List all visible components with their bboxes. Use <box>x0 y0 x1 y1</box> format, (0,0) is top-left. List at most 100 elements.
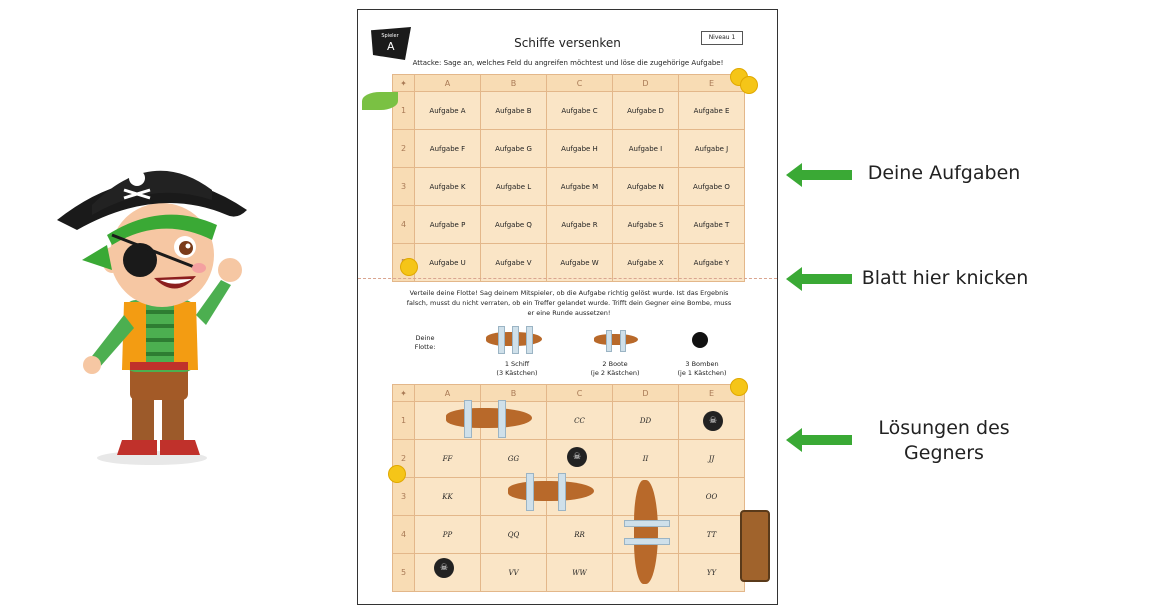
task-cell: Aufgabe P <box>414 205 481 244</box>
row-header: 3 <box>392 167 415 206</box>
task-cell: Aufgabe A <box>414 91 481 130</box>
bomb-count-line: 3 Bomben <box>685 360 719 368</box>
treasure-chest-icon <box>740 510 770 582</box>
row-header: 1 <box>392 401 415 440</box>
fleet-label-line: Deine <box>415 334 435 342</box>
column-header: A <box>414 384 481 402</box>
level-badge: Niveau 1 <box>701 31 743 45</box>
solution-cell: VV <box>480 553 547 592</box>
arrow-left-icon <box>786 163 852 187</box>
task-cell: Aufgabe Q <box>480 205 547 244</box>
ship-sail <box>464 400 472 438</box>
solution-cell: KK <box>414 477 481 516</box>
pirate-flag-icon <box>371 27 411 60</box>
solution-cell: JJ <box>678 439 745 478</box>
task-cell: Aufgabe O <box>678 167 745 206</box>
ship-sail <box>498 326 505 354</box>
task-cell: Aufgabe B <box>480 91 547 130</box>
solution-cell: CC <box>546 401 613 440</box>
row-header: 4 <box>392 205 415 244</box>
ship-sail <box>624 520 670 527</box>
fleet-label: Deine Flotte: <box>410 334 440 352</box>
task-cell: Aufgabe W <box>546 243 613 282</box>
task-grid: ✦ A B C D E 1 Aufgabe A Aufgabe B Aufgab… <box>392 74 745 282</box>
pirate-boy-illustration <box>57 170 247 465</box>
row-header: 3 <box>392 477 415 516</box>
ship-icon <box>508 481 594 501</box>
solutions-annotation: Lösungen des Gegners <box>854 416 1034 466</box>
solution-cell: YY <box>678 553 745 592</box>
coin-icon <box>740 76 758 94</box>
compass-icon: ✦ <box>392 384 415 402</box>
fold-annotation: Blatt hier knicken <box>861 267 1029 289</box>
solutions-grid: ✦ A B C D E 1 CC DD 2 FF GG II JJ 3 KK <box>392 384 745 592</box>
fleet-text-line: falsch, musst du nicht verraten, ob ein … <box>406 299 732 307</box>
column-header: D <box>612 384 679 402</box>
column-header: B <box>480 74 547 92</box>
ship-sail <box>624 538 670 545</box>
column-header: B <box>480 384 547 402</box>
column-header: C <box>546 384 613 402</box>
solutions-annotation-line: Lösungen des <box>878 417 1010 439</box>
arrow-left-icon <box>786 267 852 291</box>
ship-count-label: 1 Schiff (3 Kästchen) <box>482 360 552 378</box>
solution-cell: WW <box>546 553 613 592</box>
flag-player-letter: A <box>387 40 395 53</box>
task-cell: Aufgabe N <box>612 167 679 206</box>
boat-count-label: 2 Boote (je 2 Kästchen) <box>578 360 652 378</box>
solution-cell: OO <box>678 477 745 516</box>
solution-cell: RR <box>546 515 613 554</box>
task-cell: Aufgabe J <box>678 129 745 168</box>
boat-sail <box>620 330 626 352</box>
ship-sail <box>498 400 506 438</box>
fold-line <box>358 278 777 279</box>
fleet-text-line: er eine Runde aussetzen! <box>527 309 611 317</box>
worksheet-title: Schiffe versenken <box>514 36 621 50</box>
worksheet: Schiffe versenken Niveau 1 Attacke: Sage… <box>357 9 778 605</box>
ship-icon <box>634 480 658 584</box>
ship-sail <box>558 473 566 511</box>
ship-icon <box>446 408 532 428</box>
bomb-count-label: 3 Bomben (je 1 Kästchen) <box>662 360 742 378</box>
task-cell: Aufgabe C <box>546 91 613 130</box>
solution-cell: QQ <box>480 515 547 554</box>
boat-icon <box>594 334 638 345</box>
bomb-icon: ☠ <box>703 411 723 431</box>
task-cell: Aufgabe X <box>612 243 679 282</box>
solutions-annotation-line: Gegners <box>904 442 984 464</box>
ship-count-line: (3 Kästchen) <box>496 369 538 377</box>
task-cell: Aufgabe E <box>678 91 745 130</box>
bomb-icon <box>692 332 708 348</box>
coin-icon <box>388 465 406 483</box>
task-cell: Aufgabe G <box>480 129 547 168</box>
bomb-icon: ☠ <box>567 447 587 467</box>
coin-icon <box>730 378 748 396</box>
column-header: D <box>612 74 679 92</box>
ship-sail <box>526 326 533 354</box>
boat-sail <box>606 330 612 352</box>
task-cell: Aufgabe K <box>414 167 481 206</box>
task-cell: Aufgabe F <box>414 129 481 168</box>
ship-sail <box>526 473 534 511</box>
task-cell: Aufgabe V <box>480 243 547 282</box>
ship-sail <box>512 326 519 354</box>
ship-count-line: 1 Schiff <box>504 360 530 368</box>
task-cell: Aufgabe Y <box>678 243 745 282</box>
solution-cell: TT <box>678 515 745 554</box>
task-cell: Aufgabe U <box>414 243 481 282</box>
solution-cell: DD <box>612 401 679 440</box>
fleet-instructions: Verteile deine Flotte! Sag deinem Mitspi… <box>384 288 754 318</box>
boat-count-line: (je 2 Kästchen) <box>590 369 640 377</box>
task-cell: Aufgabe R <box>546 205 613 244</box>
flag-player-label: Spieler <box>381 33 399 39</box>
task-cell: Aufgabe T <box>678 205 745 244</box>
task-cell: Aufgabe D <box>612 91 679 130</box>
compass-icon: ✦ <box>392 74 415 92</box>
task-cell: Aufgabe I <box>612 129 679 168</box>
solution-cell: PP <box>414 515 481 554</box>
task-cell: Aufgabe M <box>546 167 613 206</box>
column-header: C <box>546 74 613 92</box>
solution-cell: II <box>612 439 679 478</box>
row-header: 4 <box>392 515 415 554</box>
column-header: A <box>414 74 481 92</box>
